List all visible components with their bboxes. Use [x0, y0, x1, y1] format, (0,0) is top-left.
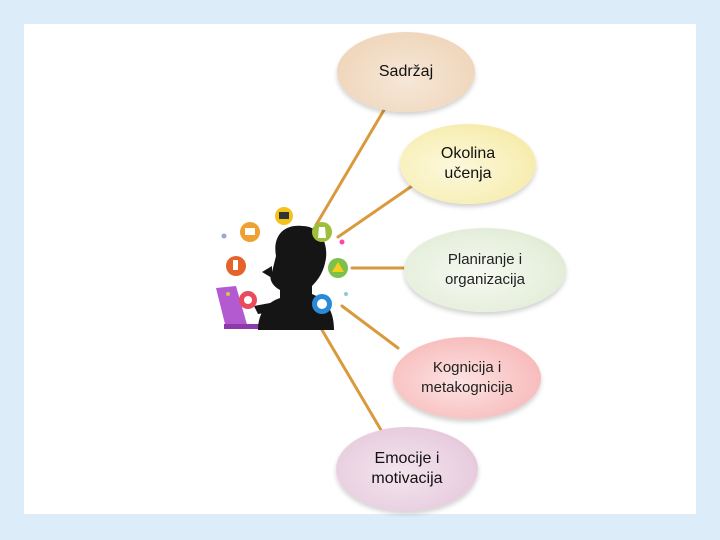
node-okolina-label: Okolina učenja	[440, 145, 496, 182]
node-kognicija-label: Kognicija i metakognicija	[421, 359, 513, 396]
node-sadrzaj-label: Sadržaj	[378, 63, 434, 80]
node-okolina-ucenja: Okolina učenja	[400, 124, 536, 204]
node-emocije-motivacija: Emocije i motivacija	[336, 427, 478, 511]
node-kognicija-metakognicija: Kognicija i metakognicija	[393, 337, 541, 419]
connector-kognicija	[340, 304, 400, 350]
connector-emocije	[320, 328, 383, 432]
icon-ring	[221, 207, 348, 314]
node-emocije-label: Emocije i motivacija	[371, 450, 443, 487]
node-sadrzaj: Sadržaj	[337, 32, 475, 112]
laptop-icon	[216, 286, 248, 328]
connector-sadrzaj	[314, 108, 386, 227]
student-illustration	[214, 196, 354, 346]
node-planiranje-organizacija: Planiranje i organizacija	[404, 228, 566, 312]
connector-okolina	[336, 184, 414, 239]
node-planiranje-label: Planiranje i organizacija	[444, 251, 526, 288]
